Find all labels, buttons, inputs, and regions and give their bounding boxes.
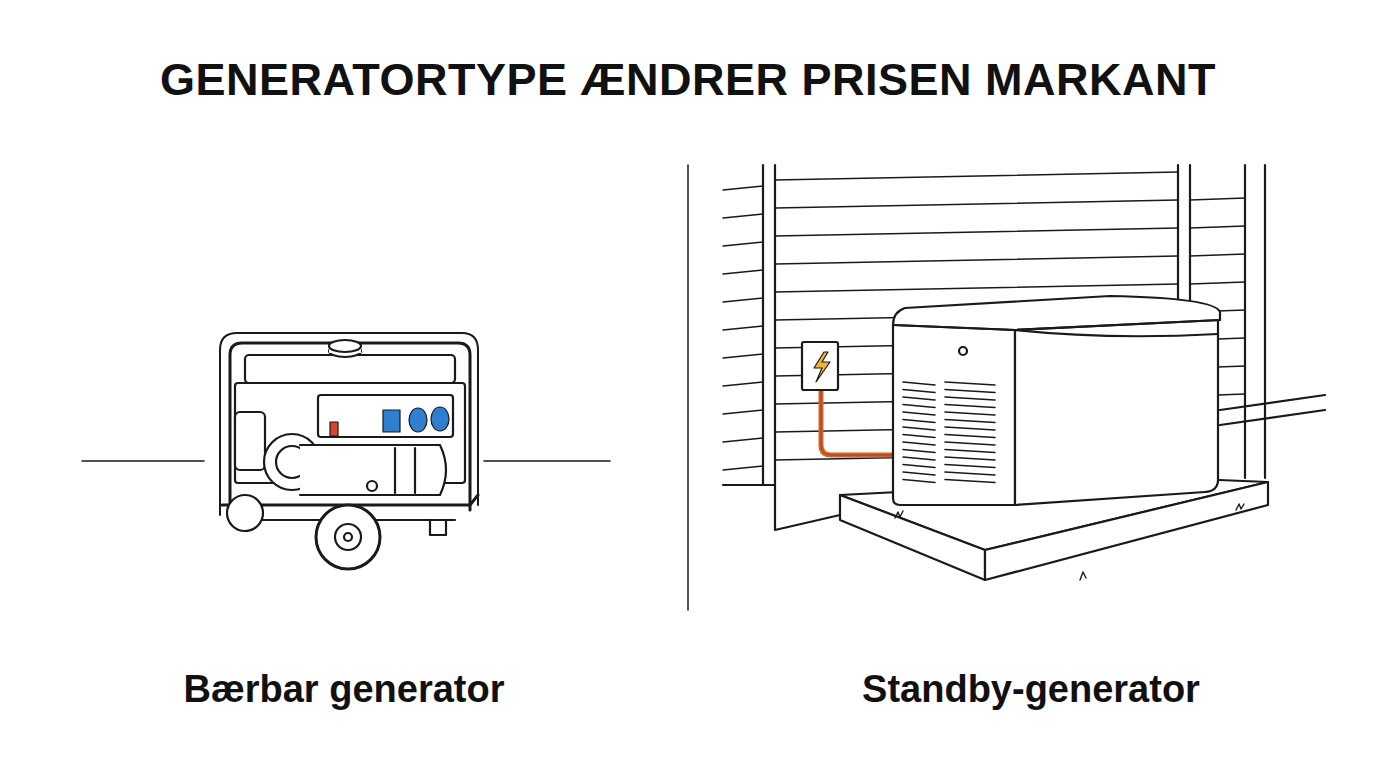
divider-line [687,165,689,610]
standby-generator [893,296,1220,505]
ground-line [484,460,610,462]
caption-label: Standby-generator [862,668,1200,711]
house-wall [723,165,1325,530]
caption-label: Bærbar generator [184,668,505,711]
ground-line [82,460,204,462]
portable-generator [220,333,478,569]
diagram-title: GENERATORTYPE ÆNDRER PRISEN MARKANT [0,54,1376,106]
transfer-switch [802,342,893,455]
